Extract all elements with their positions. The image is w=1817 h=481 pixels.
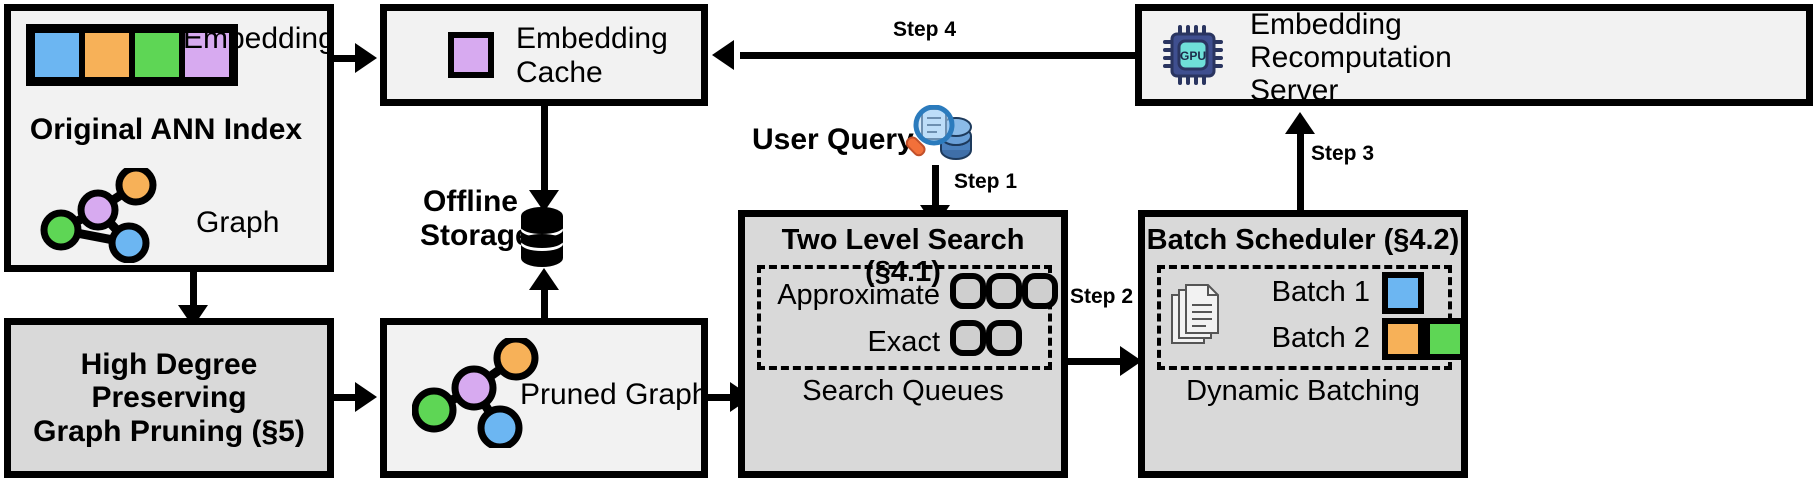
- arrow-step1-line: [932, 165, 939, 211]
- arrow-index-to-cache-line: [334, 55, 358, 62]
- step3-label: Step 3: [1311, 142, 1375, 165]
- step1-label: Step 1: [954, 170, 1018, 193]
- arrow-cache-to-storage-line: [541, 106, 548, 198]
- embedding-swatch-orange: [82, 30, 132, 80]
- user-query-label: User Query: [752, 123, 914, 156]
- graph-label: Graph: [196, 206, 280, 239]
- gpu-chip-icon: GPU: [1162, 24, 1224, 86]
- step4-label: Step 4: [893, 18, 957, 41]
- arrow-step3-line: [1297, 132, 1304, 210]
- original-ann-index-title: Original ANN Index: [29, 113, 303, 146]
- arrow-index-to-pruning-line: [190, 272, 197, 312]
- arrow-step3-head: [1285, 112, 1315, 134]
- embedding-swatch-purple: [182, 30, 232, 80]
- arrow-pruned-to-search-line: [708, 394, 736, 401]
- exact-row-label: Exact: [867, 326, 940, 358]
- graph-pruning-box: [4, 318, 334, 478]
- step2-label: Step 2: [1070, 285, 1134, 308]
- arrow-step4-head: [712, 40, 734, 70]
- embedding-swatch-blue: [32, 30, 82, 80]
- recomputation-server-label: Embedding Recomputation Server: [1250, 8, 1452, 107]
- approximate-queue-cell-3: [1022, 273, 1058, 309]
- arrow-step4-line: [740, 52, 1138, 59]
- batch-1-swatch-blue: [1382, 272, 1424, 314]
- arrow-pruning-to-pruned-head: [355, 382, 377, 412]
- documents-stack-icon: [1168, 283, 1224, 349]
- exact-queue-cell-2: [986, 320, 1022, 356]
- arrow-step2-line: [1068, 358, 1130, 365]
- database-cylinder-icon: [519, 206, 565, 268]
- dynamic-batching-dashed-region: [1157, 265, 1452, 370]
- pruned-graph-label: Pruned Graph: [520, 378, 709, 411]
- batch-2-label: Batch 2: [1271, 322, 1370, 354]
- exact-queue-cell-1: [950, 320, 986, 356]
- approximate-row-label: Approximate: [777, 279, 940, 311]
- batch-2-swatch-orange: [1382, 318, 1424, 360]
- arrow-pruning-to-pruned-line: [334, 394, 358, 401]
- pruned-graph-illustration: [412, 338, 542, 448]
- purple-square-icon: [448, 32, 494, 78]
- batch-scheduler-title: Batch Scheduler (§4.2): [1146, 224, 1460, 256]
- arrow-pruned-to-storage-head: [529, 268, 559, 290]
- search-queues-dashed-region: [757, 265, 1052, 370]
- embedding-swatch-strip: [26, 24, 238, 86]
- approximate-queue-cell-1: [950, 273, 986, 309]
- approximate-queue-cell-2: [986, 273, 1022, 309]
- recomputation-server-box: [1135, 4, 1813, 106]
- batch-2-swatch-green: [1424, 318, 1466, 360]
- arrow-cache-to-storage-head: [529, 190, 559, 212]
- arrow-pruned-to-storage-line: [541, 286, 548, 318]
- batch-1-label: Batch 1: [1271, 276, 1370, 308]
- graph-pruning-label: High Degree Preserving Graph Pruning (§5…: [33, 347, 305, 448]
- offline-storage-label: Offline Storage: [420, 185, 532, 252]
- embedding-swatch-green: [132, 30, 182, 80]
- embedding-cache-box: [380, 4, 708, 106]
- embedding-cache-label: Embedding Cache: [516, 22, 668, 89]
- two-level-search-title: Two Level Search (§4.1): [781, 224, 1025, 289]
- magnifier-document-database-icon: [900, 105, 972, 167]
- arrow-step2-head: [1120, 346, 1142, 376]
- dynamic-batching-footer: Dynamic Batching: [1186, 375, 1420, 407]
- svg-text:GPU: GPU: [1180, 49, 1206, 63]
- search-queues-footer: Search Queues: [802, 375, 1004, 407]
- arrow-index-to-cache-head: [355, 43, 377, 73]
- original-graph-illustration: [36, 168, 161, 263]
- embedding-label: Embedding: [183, 22, 335, 55]
